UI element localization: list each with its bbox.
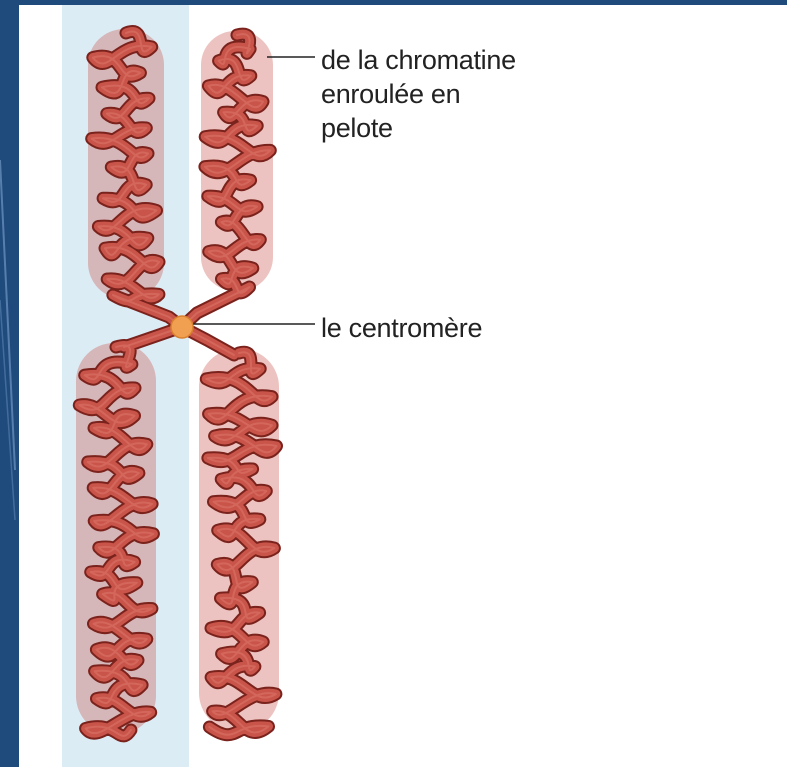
lower-right-chromatid [182, 327, 279, 735]
upper-right-chromatid [182, 31, 273, 327]
centromere-label: le centromère [321, 311, 482, 345]
chromatine-label-line-2: enroulée en [321, 77, 621, 111]
chromatine-label: de la chromatine enroulée en pelote [321, 43, 621, 145]
chromatine-label-line-3: pelote [321, 111, 621, 145]
diagram-panel: de la chromatine enroulée en pelote le c… [19, 5, 787, 767]
upper-left-chromatid [88, 29, 182, 327]
chromatine-label-line-1: de la chromatine [321, 43, 621, 77]
lower-left-chromatid [76, 327, 182, 736]
centromere-dot [171, 316, 193, 338]
